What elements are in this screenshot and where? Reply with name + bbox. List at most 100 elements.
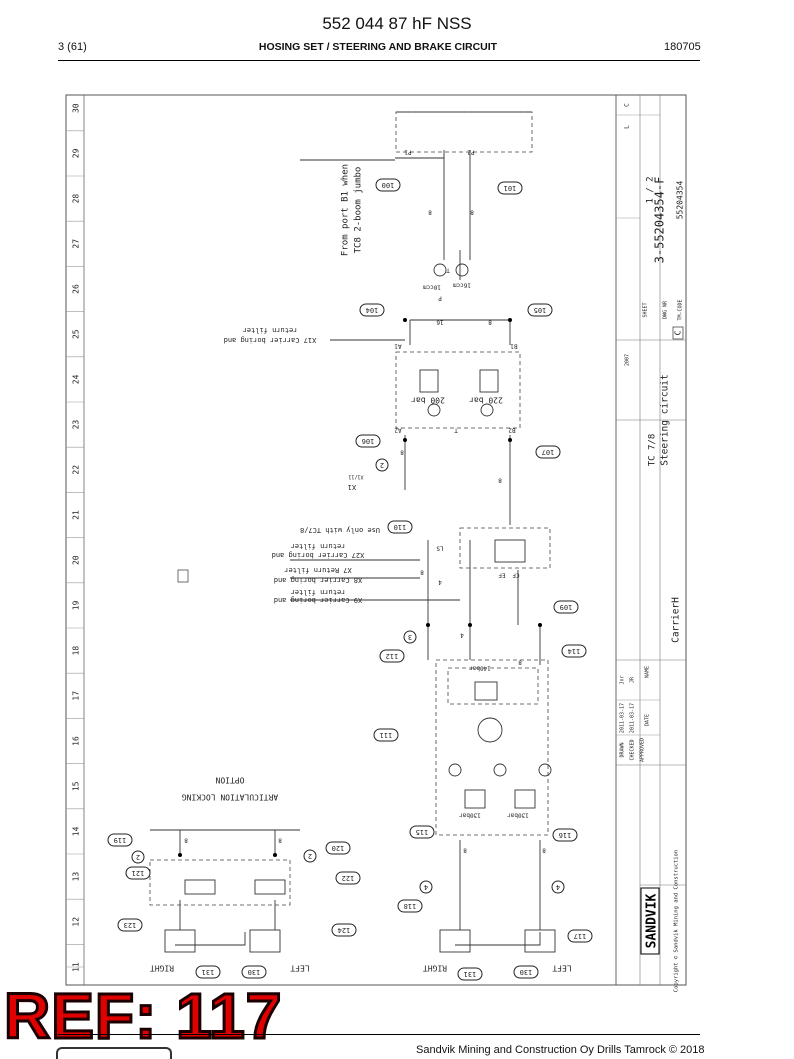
note-130-bar-b: 130bar — [507, 812, 529, 819]
ref-stamp: REF: 117 — [2, 980, 283, 1052]
note-right-2: RIGHT — [423, 964, 447, 973]
note-10ccm: 10ccm — [423, 284, 441, 291]
hose-size-label: 8 — [278, 837, 282, 844]
callout-105: 105 — [534, 306, 547, 314]
grid-number: 30 — [72, 103, 81, 113]
hose-size-label: 8 — [470, 209, 474, 216]
hose-lines — [149, 111, 556, 953]
title-block-drawn: DRAWN — [620, 742, 626, 757]
title-block-brand: SANDVIK — [645, 893, 660, 948]
callout-107: 107 — [542, 448, 555, 456]
port-label: A2 — [394, 427, 402, 434]
callout-130: 130 — [520, 968, 533, 976]
document-date: 180705 — [664, 41, 701, 53]
title-block-col-c: C — [624, 103, 631, 107]
note-x17-b: return filter — [243, 326, 298, 334]
title-block — [615, 95, 686, 985]
callout-100: 100 — [382, 181, 395, 189]
callout-130: 130 — [248, 968, 261, 976]
note-16ccm: 16ccm — [453, 282, 471, 289]
note-130-bar-a: 130bar — [459, 812, 481, 819]
callout-121: 121 — [132, 869, 145, 877]
note-x27: X27 Carrier boring and — [272, 551, 365, 559]
grid-number: 27 — [72, 239, 81, 249]
hose-size-label: 8 — [184, 837, 188, 844]
callout-2: 2 — [136, 853, 140, 861]
grid-number: 16 — [72, 736, 81, 746]
note-from-port: From port B1 when — [341, 164, 351, 256]
title-block-checked: CHECKED — [630, 739, 636, 760]
hose-size-label: 16 — [436, 319, 444, 326]
callout-3: 3 — [408, 633, 412, 641]
callout-118: 118 — [404, 902, 417, 910]
drawing-frame — [65, 94, 687, 986]
note-140-bar: 140bar — [469, 665, 491, 672]
note-from-port-2: TC8 2-boom jumbo — [354, 167, 364, 254]
hose-size-label: 8 — [400, 449, 404, 456]
port-label: B2 — [508, 427, 516, 434]
port-label: P1 — [404, 149, 412, 156]
callout-4: 4 — [556, 883, 560, 891]
title-block-sheet-label: SHEET — [643, 302, 649, 317]
title-block-col-name: NAME — [645, 666, 651, 678]
callout-112: 112 — [386, 652, 399, 660]
callout-110: 110 — [394, 523, 407, 531]
hose-size-label: 8 — [488, 319, 492, 326]
port-label: P — [438, 295, 442, 302]
callout-120: 120 — [332, 844, 345, 852]
callout-131: 131 — [464, 970, 477, 978]
grid-number: 13 — [72, 872, 81, 882]
title-block-approved: APPROVED — [640, 738, 646, 762]
title-block-tm-code: 55204354 — [676, 181, 685, 220]
note-x1-11: X1/11 — [348, 474, 363, 480]
title-block-drawn-date: 2011-03-17 — [620, 703, 626, 733]
grid-number: 11 — [72, 962, 81, 972]
note-left-2: LEFT — [552, 964, 571, 973]
callout-124: 124 — [338, 926, 351, 934]
port-label: P2 — [467, 149, 475, 156]
title-block-dwg-label: DWG NR — [663, 300, 669, 319]
callout-2: 2 — [380, 461, 384, 469]
callout-115: 115 — [416, 828, 429, 836]
grid-number: 26 — [72, 284, 81, 294]
title-block-tm-label: TM-CODE — [678, 299, 684, 320]
grid-number: 19 — [72, 600, 81, 610]
note-left-1: LEFT — [290, 964, 309, 973]
callout-101: 101 — [504, 184, 517, 192]
grid-number: 28 — [72, 194, 81, 204]
callout-114: 114 — [568, 647, 581, 655]
port-label: CF — [512, 572, 520, 579]
header-rule — [58, 60, 700, 61]
grid-number: 21 — [72, 510, 81, 520]
hose-size-label: 4 — [438, 579, 442, 586]
hose-size-label: 4 — [460, 632, 464, 639]
footer-rule — [58, 1034, 700, 1035]
hose-size-label: 8 — [518, 659, 522, 666]
callout-111: 111 — [380, 731, 393, 739]
port-label: A1 — [394, 343, 402, 350]
title-block-drawn-name: Jnr — [620, 675, 626, 684]
callout-122: 122 — [342, 874, 355, 882]
hose-size-label: 8 — [428, 209, 432, 216]
title-block-checked-name: JR — [630, 676, 636, 683]
port-label: B1 — [510, 343, 518, 350]
title-block-rev: C — [674, 330, 683, 335]
note-220-bar: 220 bar — [469, 396, 503, 405]
note-option: OPTION — [215, 776, 244, 785]
note-x27-b: return filter — [291, 542, 346, 550]
note-x1: X1 — [348, 483, 356, 491]
callout-2: 2 — [308, 852, 312, 860]
title-block-sheet: 1 / 2 — [646, 176, 656, 203]
title-block-col-date: DATE — [645, 714, 651, 726]
port-label: EF — [498, 572, 506, 579]
grid-number: 18 — [72, 646, 81, 656]
title-block-name: TC 7/8 — [648, 434, 658, 467]
grid-number: 29 — [72, 148, 81, 158]
callout-104: 104 — [366, 306, 379, 314]
hose-size-label: 8 — [542, 847, 546, 854]
note-articulation: ARTICULATION LOCKING — [182, 793, 279, 802]
note-right-1: RIGHT — [150, 964, 174, 973]
document-title: 552 044 87 hF NSS — [322, 14, 472, 33]
grid-number: 14 — [72, 826, 81, 836]
